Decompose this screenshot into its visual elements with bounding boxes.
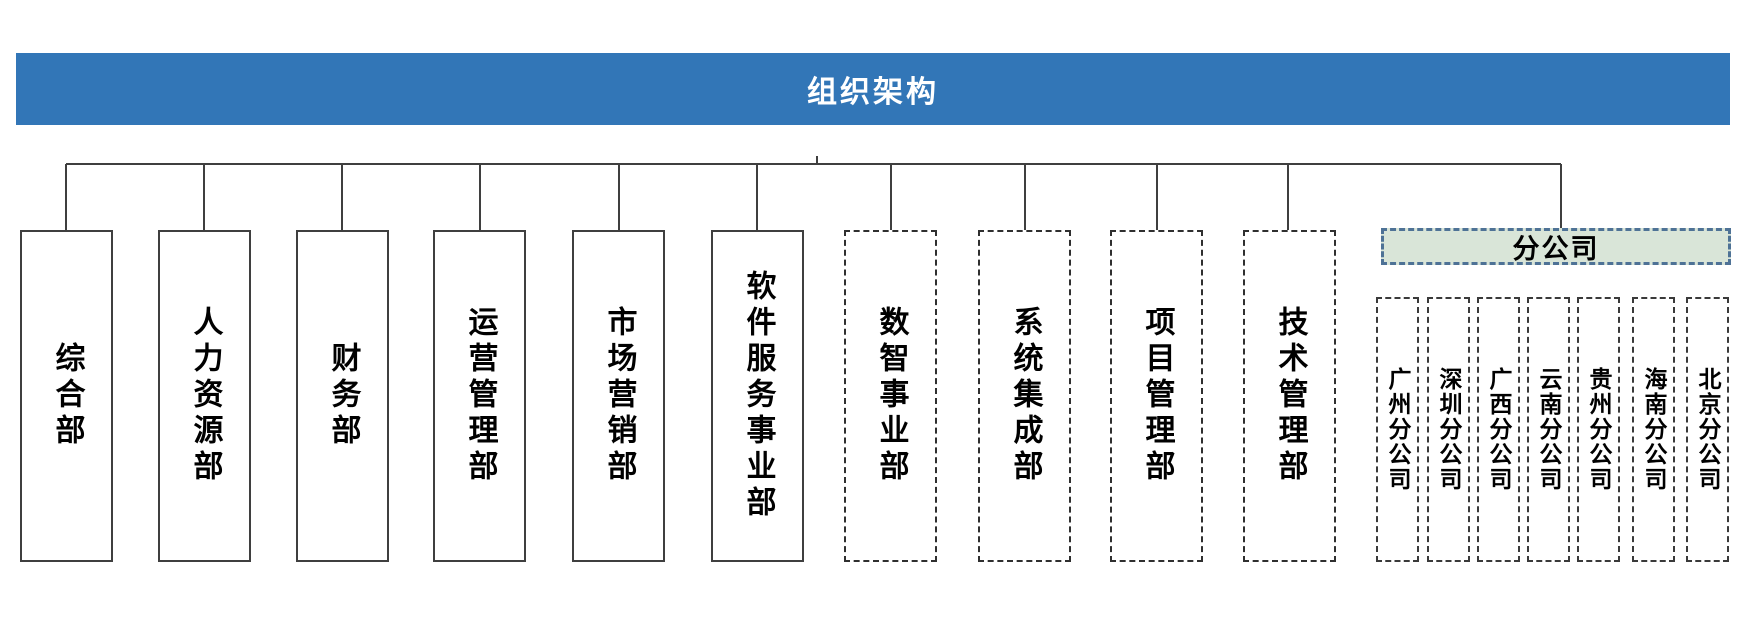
branch-label: 深圳分公司: [1436, 367, 1462, 492]
dept-box-operations-management: 运营管理部: [433, 230, 526, 562]
branch-box-beijing: 北京分公司: [1686, 297, 1729, 562]
chart-title-banner: 组织架构: [16, 53, 1730, 125]
branch-label: 广州分公司: [1385, 367, 1411, 492]
dept-label: 项目管理部: [1140, 306, 1174, 486]
branch-group-label: 分公司: [1512, 234, 1600, 264]
dept-label: 数智事业部: [874, 306, 908, 486]
dept-box-finance: 财务部: [296, 230, 389, 562]
dept-box-technology-management: 技术管理部: [1243, 230, 1336, 562]
branch-box-hainan: 海南分公司: [1632, 297, 1675, 562]
dept-label: 运营管理部: [463, 306, 497, 486]
dept-box-digital-intelligence: 数智事业部: [844, 230, 937, 562]
dept-box-general-affairs: 综合部: [20, 230, 113, 562]
dept-box-system-integration: 系统集成部: [978, 230, 1071, 562]
dept-label: 系统集成部: [1008, 306, 1042, 486]
branch-label: 北京分公司: [1695, 367, 1721, 492]
branch-label: 广西分公司: [1486, 367, 1512, 492]
dept-label: 市场营销部: [602, 306, 636, 486]
dept-label: 综合部: [50, 342, 84, 450]
branch-box-guangzhou: 广州分公司: [1376, 297, 1419, 562]
branch-box-yunnan: 云南分公司: [1527, 297, 1570, 562]
branch-label: 云南分公司: [1536, 367, 1562, 492]
chart-title: 组织架构: [807, 76, 939, 109]
dept-box-software-services: 软件服务事业部: [711, 230, 804, 562]
dept-box-project-management: 项目管理部: [1110, 230, 1203, 562]
dept-label: 财务部: [326, 342, 360, 450]
branch-box-shenzhen: 深圳分公司: [1427, 297, 1470, 562]
dept-box-human-resources: 人力资源部: [158, 230, 251, 562]
branch-group-header: 分公司: [1381, 228, 1731, 265]
branch-label: 贵州分公司: [1586, 367, 1612, 492]
dept-label: 软件服务事业部: [741, 270, 775, 522]
dept-box-marketing: 市场营销部: [572, 230, 665, 562]
branch-box-guizhou: 贵州分公司: [1577, 297, 1620, 562]
dept-label: 技术管理部: [1273, 306, 1307, 486]
branch-box-guangxi: 广西分公司: [1477, 297, 1520, 562]
dept-label: 人力资源部: [188, 306, 222, 486]
branch-label: 海南分公司: [1641, 367, 1667, 492]
